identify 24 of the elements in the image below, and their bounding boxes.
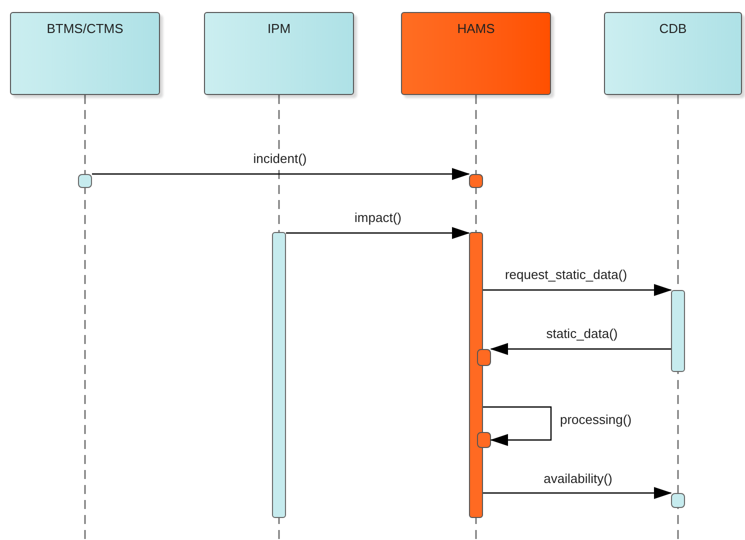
activation-box	[469, 174, 483, 188]
activation-box	[78, 174, 92, 188]
message-label: processing()	[558, 412, 634, 428]
activation-box	[477, 432, 491, 448]
message-label: request_static_data()	[502, 267, 630, 284]
message-arrow	[286, 227, 470, 239]
message-label: impact()	[352, 210, 404, 226]
activation-bar	[469, 232, 483, 518]
message-label: incident()	[251, 151, 309, 168]
activation-box	[671, 493, 685, 508]
lifeline-header: HAMS	[401, 12, 551, 95]
message-label: availability()	[542, 471, 614, 488]
activation-box	[477, 349, 491, 366]
activation-bar	[671, 290, 685, 372]
message-arrow	[483, 284, 672, 296]
activation-bar	[272, 232, 286, 518]
message-arrow	[490, 343, 671, 355]
message-arrow	[483, 406, 552, 446]
message-arrow	[483, 487, 672, 499]
message-label: static_data()	[544, 326, 620, 342]
lifeline-header: IPM	[204, 12, 354, 95]
lifeline-header: BTMS/CTMS	[10, 12, 160, 95]
lifeline-header: CDB	[604, 12, 742, 95]
message-arrow	[92, 168, 470, 180]
